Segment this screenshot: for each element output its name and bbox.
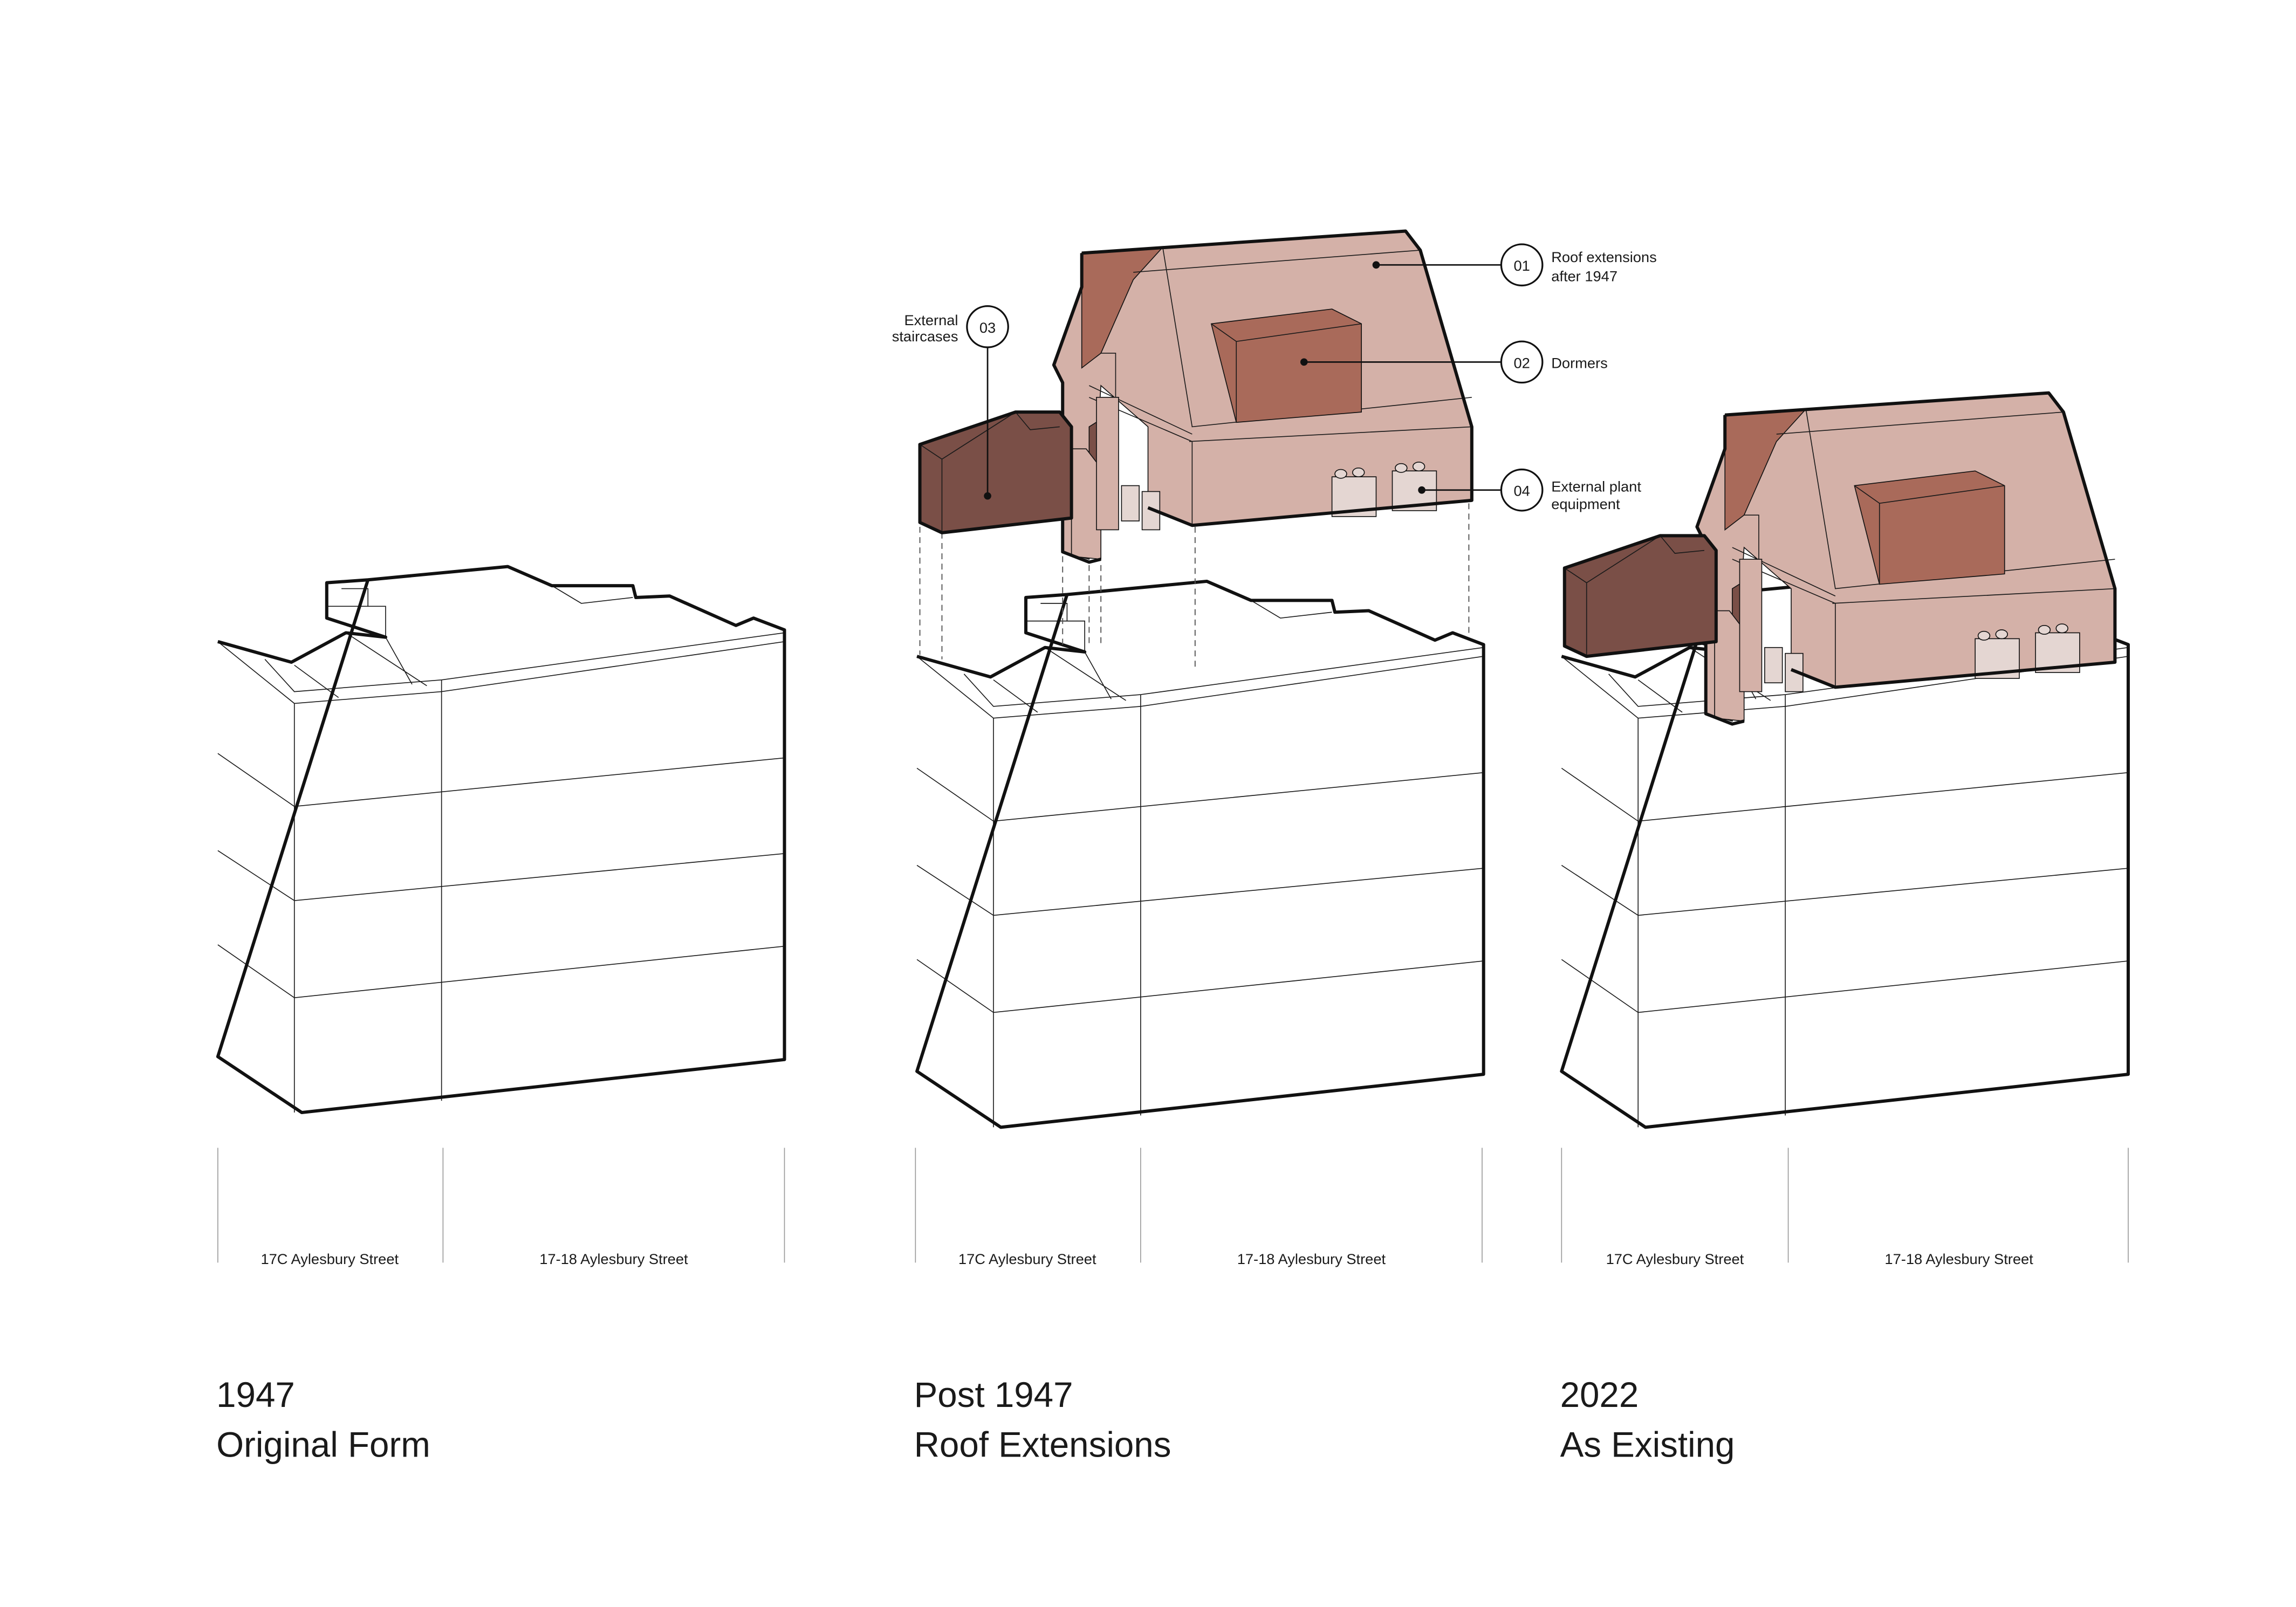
address-band-1947: 17C Aylesbury Street 17-18 Aylesbury Str…	[217, 1148, 785, 1267]
callout-01: 01 Roof extensions after 1947	[1372, 243, 1657, 287]
projection-dashed-lines	[919, 503, 1470, 670]
external-staircase-exploded	[920, 412, 1072, 533]
address-label: 17-18 Aylesbury Street	[1884, 1251, 2033, 1267]
roof-extension-exploded	[1054, 231, 1472, 562]
callout-label-line2: equipment	[1551, 496, 1620, 512]
address-label: 17-18 Aylesbury Street	[539, 1251, 688, 1267]
callout-02: 02 Dormers	[1300, 340, 1608, 384]
address-band-post-1947: 17C Aylesbury Street 17-18 Aylesbury Str…	[915, 1148, 1483, 1267]
callout-label-line1: Roof extensions	[1551, 249, 1657, 265]
callout-number: 03	[979, 319, 996, 336]
callout-label-line2: after 1947	[1551, 267, 1618, 284]
stage-title-post-1947: Post 1947 Roof Extensions	[914, 1375, 1171, 1465]
stage-title-2022: 2022 As Existing	[1560, 1375, 1735, 1465]
address-label: 17-18 Aylesbury Street	[1237, 1251, 1386, 1267]
external-staircase-existing	[1565, 535, 1716, 656]
callout-label-line1: External	[904, 312, 958, 328]
stage-year: 2022	[1560, 1375, 1639, 1414]
address-label: 17C Aylesbury Street	[1606, 1251, 1744, 1267]
stage-title-1947: 1947 Original Form	[216, 1375, 430, 1465]
callout-number: 02	[1513, 354, 1530, 371]
callout-label-line2: staircases	[892, 328, 958, 345]
callout-03: 03 External staircases	[892, 305, 1009, 500]
address-label: 17C Aylesbury Street	[958, 1251, 1096, 1267]
stage-title: Roof Extensions	[914, 1425, 1171, 1465]
callout-label-line1: Dormers	[1551, 354, 1608, 371]
callout-label-line1: External plant	[1551, 478, 1641, 495]
callout-04: 04 External plant equipment	[1418, 468, 1641, 512]
building-1947-original-form	[218, 567, 785, 1112]
building-post-1947-base	[917, 581, 1484, 1127]
stage-year: Post 1947	[914, 1375, 1073, 1414]
stage-title: As Existing	[1560, 1425, 1735, 1465]
address-band-2022: 17C Aylesbury Street 17-18 Aylesbury Str…	[1561, 1148, 2129, 1267]
stage-year: 1947	[216, 1375, 295, 1414]
callout-number: 01	[1513, 257, 1530, 274]
address-label: 17C Aylesbury Street	[261, 1251, 399, 1267]
stage-title: Original Form	[216, 1425, 430, 1465]
callout-number: 04	[1513, 483, 1530, 499]
